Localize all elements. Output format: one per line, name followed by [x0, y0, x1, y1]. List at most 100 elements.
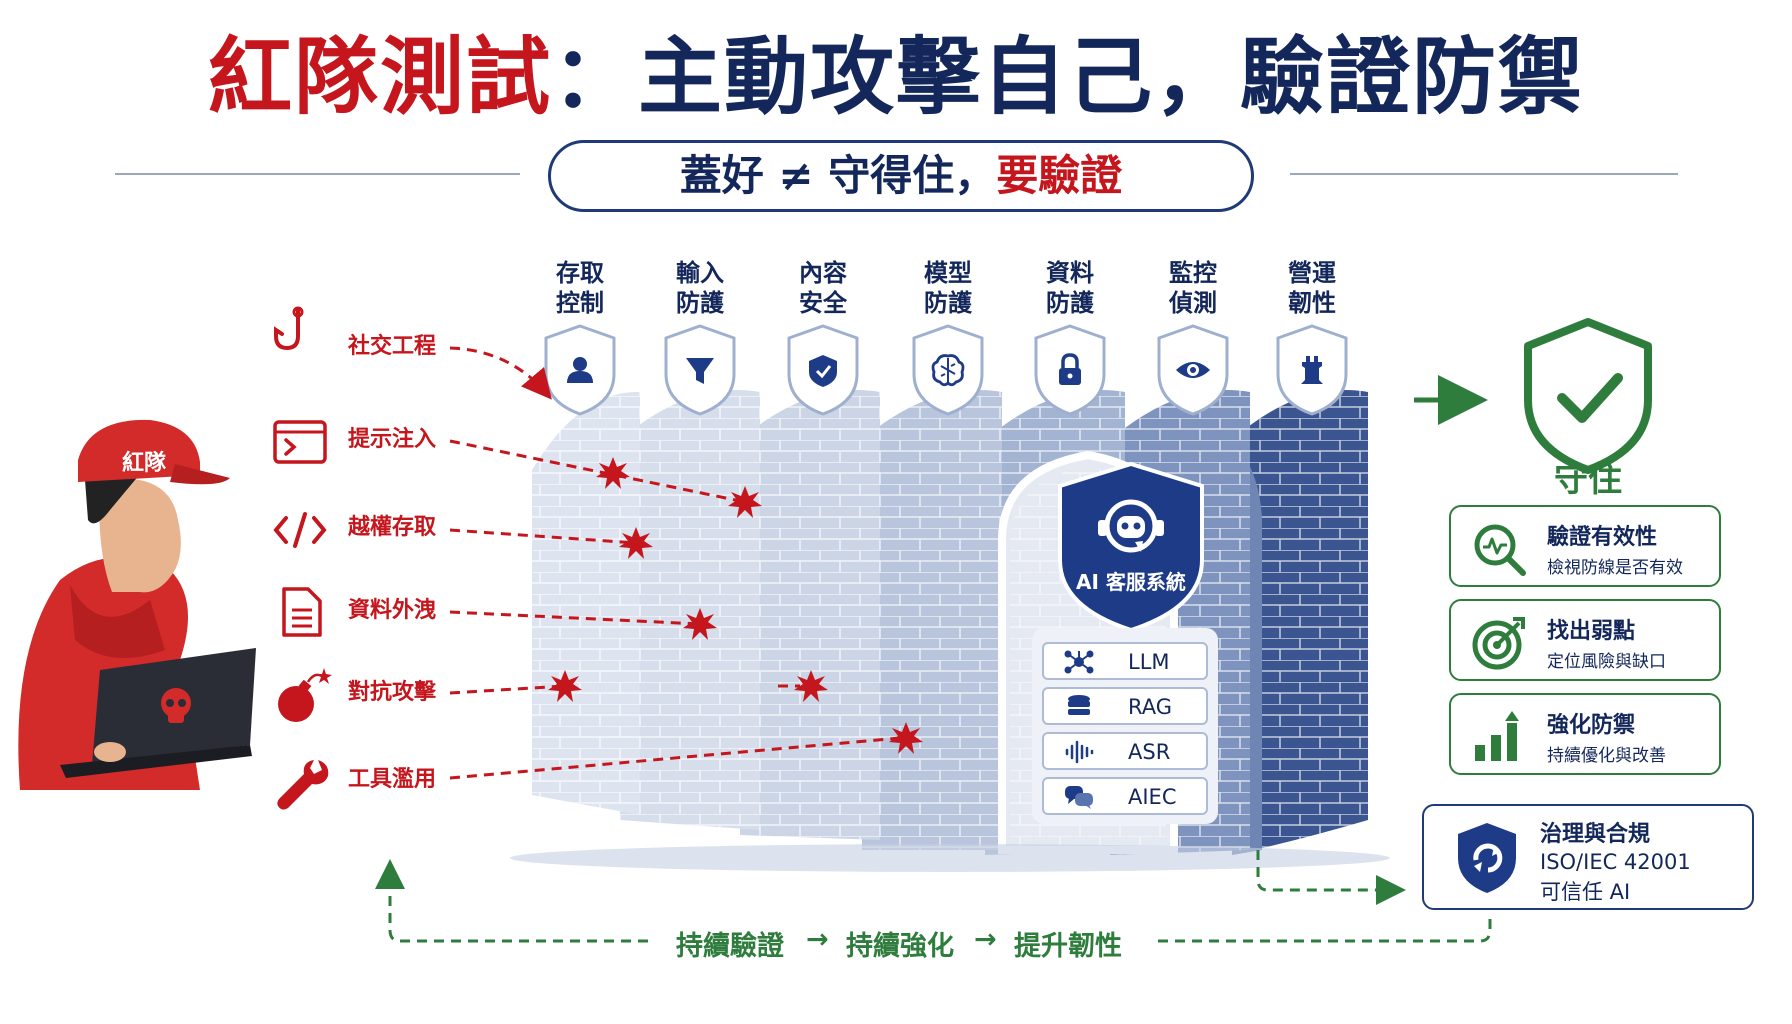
- loop-path-right: [1158, 912, 1492, 943]
- divider-left: [115, 173, 520, 175]
- attack-path-social: [449, 346, 552, 400]
- growth-chart-icon: [1475, 711, 1519, 761]
- component-asr: ASR: [1042, 732, 1208, 770]
- attack-label: 越權存取: [348, 515, 437, 540]
- layer-label-line2: 控制: [556, 289, 604, 317]
- subtitle-red: 要驗證: [996, 151, 1123, 200]
- governance-standard: ISO/IEC 42001: [1540, 850, 1691, 874]
- governance-box: 治理與合規 ISO/IEC 42001 可信任 AI: [1422, 804, 1754, 910]
- layer-label: 內容安全: [768, 258, 878, 318]
- component-aiec: AIEC: [1042, 777, 1208, 815]
- layer-label: 模型防護: [893, 258, 1003, 318]
- benefit-sub: 定位風險與缺口: [1547, 652, 1666, 672]
- cycle-step-1: 持續驗證: [676, 931, 784, 962]
- network-icon: [1064, 650, 1094, 674]
- benefit-title: 強化防禦: [1547, 713, 1636, 738]
- layer-label-line2: 防護: [1046, 289, 1094, 317]
- cycle-step-3: 提升韌性: [1014, 931, 1122, 962]
- layer-label: 監控偵測: [1138, 258, 1248, 318]
- governance-trustworthy: 可信任 AI: [1540, 880, 1631, 904]
- benefit-sub: 檢視防線是否有效: [1547, 558, 1683, 578]
- target-icon: [1472, 617, 1525, 670]
- layer-shield: [664, 324, 736, 416]
- component-label: LLM: [1128, 650, 1170, 674]
- cap-label: 紅隊: [122, 451, 167, 476]
- attack-label: 資料外洩: [348, 598, 437, 623]
- benefit-title: 驗證有效性: [1547, 525, 1658, 550]
- attack-path-access: [449, 528, 637, 545]
- component-rag: RAG: [1042, 687, 1208, 725]
- database-icon: [1068, 695, 1090, 715]
- outcome-label: 守住: [1554, 460, 1622, 500]
- layer-shield: [1157, 324, 1229, 416]
- attack-path-prompt: [449, 439, 746, 504]
- shield-refresh-icon: [1458, 823, 1516, 893]
- attack-path-adversarial: [449, 684, 566, 695]
- wall-slab-1: [532, 391, 640, 815]
- layer-label-line1: 存取: [556, 259, 604, 287]
- skull-icon: [161, 688, 191, 723]
- cycle-step-2: 持續強化: [846, 931, 954, 962]
- layer-shield: [787, 324, 859, 416]
- layer-shield: [1034, 324, 1106, 416]
- chat-icon: [1065, 786, 1093, 809]
- eye-icon: [1176, 362, 1210, 378]
- impact-burst: [728, 486, 762, 518]
- layer-label-line1: 資料: [1046, 259, 1094, 287]
- attack-label: 對抗攻擊: [348, 680, 437, 705]
- layer-label: 存取控制: [525, 258, 635, 318]
- ai-system-title: AI 客服系統: [1076, 570, 1186, 594]
- attack-label: 工具濫用: [348, 767, 437, 792]
- cycle-arrow: →: [806, 924, 829, 955]
- layer-label-line1: 內容: [799, 259, 847, 287]
- title-red-part: 紅隊測試: [207, 28, 552, 126]
- headset-bot-icon: [1098, 499, 1164, 553]
- code-icon: [273, 512, 327, 548]
- document-icon: [282, 587, 322, 637]
- red-team-attacker: [18, 419, 256, 790]
- component-label: AIEC: [1128, 785, 1177, 809]
- lock-icon: [1059, 353, 1081, 385]
- layer-label: 營運韌性: [1257, 258, 1367, 318]
- governance-path: [1256, 850, 1406, 905]
- layer-shield: [912, 324, 984, 416]
- tower-icon: [1301, 356, 1323, 384]
- waveform-icon: [1065, 740, 1094, 764]
- bomb-icon: [278, 668, 332, 722]
- terminal-icon: [273, 420, 327, 464]
- layer-label-line2: 安全: [799, 289, 847, 317]
- layer-label-line1: 營運: [1288, 259, 1336, 287]
- shield-check-icon: [1524, 318, 1652, 474]
- layer-label-line1: 輸入: [676, 259, 724, 287]
- component-label: ASR: [1128, 740, 1171, 764]
- ai-system-shield: [1058, 462, 1204, 632]
- filter-icon: [686, 358, 714, 384]
- brain-icon: [931, 354, 965, 387]
- magnifier-pulse-icon: [1474, 524, 1526, 576]
- attack-label: 提示注入: [348, 427, 437, 452]
- attack-path-data: [449, 610, 701, 626]
- benefit-validate: 驗證有效性 檢視防線是否有效: [1449, 505, 1721, 587]
- layer-label: 輸入防護: [645, 258, 755, 318]
- shield-check-icon: [809, 355, 837, 387]
- layer-label-line2: 防護: [924, 289, 972, 317]
- subtitle-pill: 蓋好 ≠ 守得住，要驗證: [548, 140, 1254, 212]
- layer-label-line2: 偵測: [1169, 289, 1217, 317]
- page-title: 紅隊測試：主動攻擊自己，驗證防禦: [0, 22, 1792, 132]
- layer-shield: [1276, 324, 1348, 416]
- divider-right: [1290, 173, 1678, 175]
- cycle-arrow: →: [974, 924, 997, 955]
- layer-label-line2: 防護: [676, 289, 724, 317]
- layer-label-line2: 韌性: [1288, 289, 1336, 317]
- subtitle-dark: 蓋好 ≠ 守得住，: [679, 151, 997, 200]
- loop-path-left: [375, 859, 648, 943]
- attack-label: 社交工程: [348, 334, 437, 359]
- layer-label: 資料防護: [1015, 258, 1125, 318]
- wall-slab-3: [740, 390, 880, 840]
- benefit-strengthen: 強化防禦 持續優化與改善: [1449, 693, 1721, 775]
- governance-title: 治理與合規: [1540, 822, 1651, 847]
- wall-slab-4: [862, 390, 1002, 850]
- benefit-sub: 持續優化與改善: [1547, 746, 1666, 766]
- fishhook-icon: [274, 306, 304, 351]
